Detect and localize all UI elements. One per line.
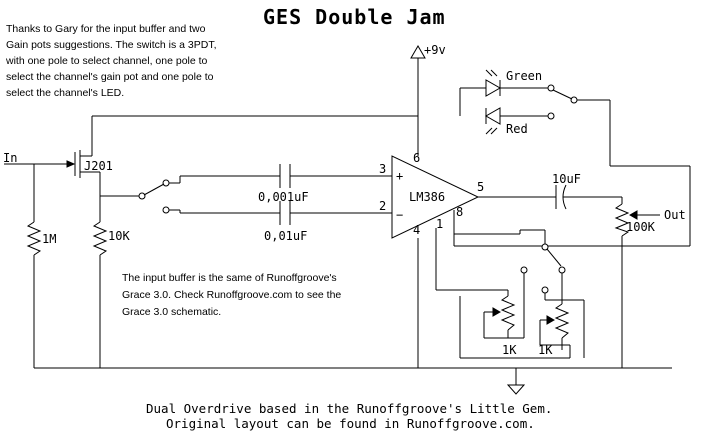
cap-out-label: 10uF [552, 172, 581, 186]
top-note-line: Gain pots suggestions. The switch is a 3… [6, 39, 217, 51]
top-note-line: Thanks to Gary for the input buffer and … [6, 23, 206, 35]
supply-label: +9v [424, 43, 446, 57]
top-note: Thanks to Gary for the input buffer and … [5, 23, 217, 99]
circuit-wires [4, 45, 691, 395]
led-green-label: Green [506, 69, 542, 83]
schematic-title: GES Double Jam [263, 5, 446, 29]
component-labels: +9v In Out J201 LM386 Green Red 0,001uF … [3, 43, 686, 357]
middle-note-line: Grace 3.0 schematic. [122, 306, 221, 318]
led-red-label: Red [506, 122, 528, 136]
pot-gain-2-label: 1K [538, 343, 553, 357]
lm386-opamp [391, 155, 480, 239]
cap-2-label: 0,01uF [264, 229, 307, 243]
pin-3-label: 3 [379, 162, 386, 176]
pin-1-label: 1 [436, 217, 443, 231]
middle-note-line: The input buffer is the same of Runoffgr… [122, 272, 337, 284]
pin-5-label: 5 [477, 180, 484, 194]
pin-8-label: 8 [456, 205, 463, 219]
res-source-label: 10K [108, 229, 130, 243]
middle-note-line: Grace 3.0. Check Runoffgroove.com to see… [122, 289, 341, 301]
footer-line: Dual Overdrive based in the Runoffgroove… [146, 401, 552, 416]
res-input-label: 1M [42, 232, 56, 246]
output-label: Out [664, 208, 686, 222]
input-label: In [3, 151, 17, 165]
cap-1-label: 0,001uF [258, 190, 309, 204]
opamp-label: LM386 [409, 190, 445, 204]
pot-volume-label: 100K [626, 220, 656, 234]
footer-line: Original layout can be found in Runoffgr… [166, 416, 535, 431]
pin-plus-sign: + [396, 169, 403, 183]
top-note-line: select the channel's LED. [6, 87, 124, 99]
top-note-line: with one pole to select channel, one pol… [5, 55, 208, 67]
top-note-line: select the channel's gain pot and one po… [6, 71, 214, 83]
transistor-label: J201 [84, 159, 113, 173]
pin-4-label: 4 [413, 223, 420, 237]
pin-6-label: 6 [413, 151, 420, 165]
pot-gain-1-label: 1K [502, 343, 517, 357]
middle-note: The input buffer is the same of Runoffgr… [122, 272, 341, 318]
pin-minus-sign: − [396, 208, 403, 222]
pin-2-label: 2 [379, 199, 386, 213]
